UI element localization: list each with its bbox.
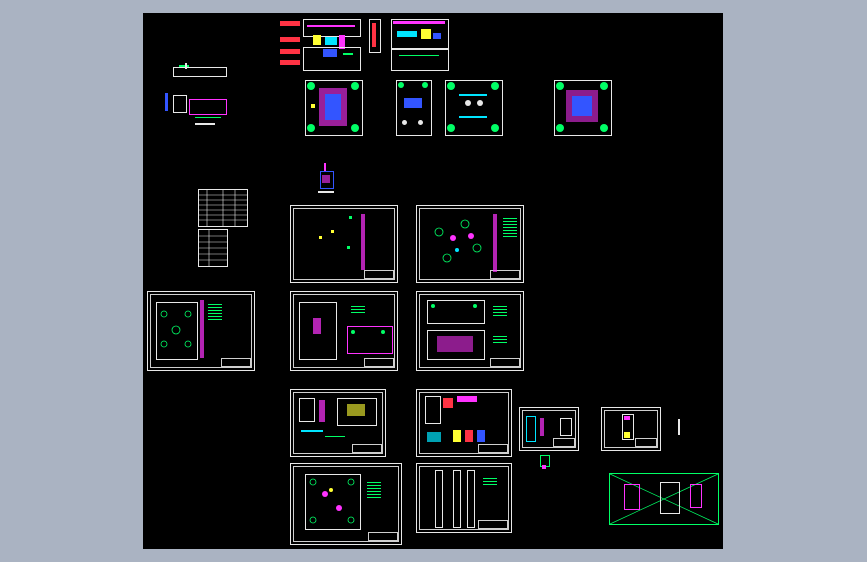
bom-table-2[interactable] xyxy=(198,229,228,267)
drawing-sheet-cavity-plate[interactable] xyxy=(416,205,524,283)
drawing-sheet-ejector-plate[interactable] xyxy=(290,463,402,545)
part-section-view[interactable] xyxy=(165,91,231,131)
mould-plan-view-2[interactable] xyxy=(396,80,432,136)
mould-section-view-1[interactable] xyxy=(303,19,361,71)
drawing-sheet-top-plate[interactable] xyxy=(290,205,398,283)
drawing-sheet-overview[interactable] xyxy=(609,473,719,525)
callout-tag xyxy=(280,37,300,42)
callout-tag xyxy=(280,49,300,54)
drawing-sheet-stripper-plate[interactable] xyxy=(416,291,524,371)
mould-plan-view-3[interactable] xyxy=(445,80,503,136)
cad-model-space[interactable] xyxy=(143,13,723,549)
callout-tag xyxy=(280,21,300,26)
part-profile-view[interactable] xyxy=(173,63,229,79)
mould-side-view[interactable] xyxy=(369,19,381,53)
guide-pin-detail[interactable] xyxy=(676,419,682,437)
drawing-sheet-insert-detail[interactable] xyxy=(519,407,579,451)
mould-plan-view-4[interactable] xyxy=(554,80,612,136)
drawing-sheet-ejector-pins[interactable] xyxy=(416,463,512,533)
drawing-sheet-assembly-front[interactable] xyxy=(416,389,512,457)
mould-plan-view-1[interactable] xyxy=(305,80,363,136)
drawing-sheet-core-plate[interactable] xyxy=(290,291,398,371)
mould-section-view-2[interactable] xyxy=(391,19,449,71)
small-part-detail[interactable] xyxy=(538,455,552,471)
drawing-sheet-slider-detail[interactable] xyxy=(601,407,661,451)
detail-view-insert[interactable] xyxy=(318,163,338,197)
callout-tag xyxy=(280,60,300,65)
drawing-sheet-assembly-section[interactable] xyxy=(290,389,386,457)
drawing-sheet-base-plate[interactable] xyxy=(147,291,255,371)
bom-table-1[interactable] xyxy=(198,189,248,227)
